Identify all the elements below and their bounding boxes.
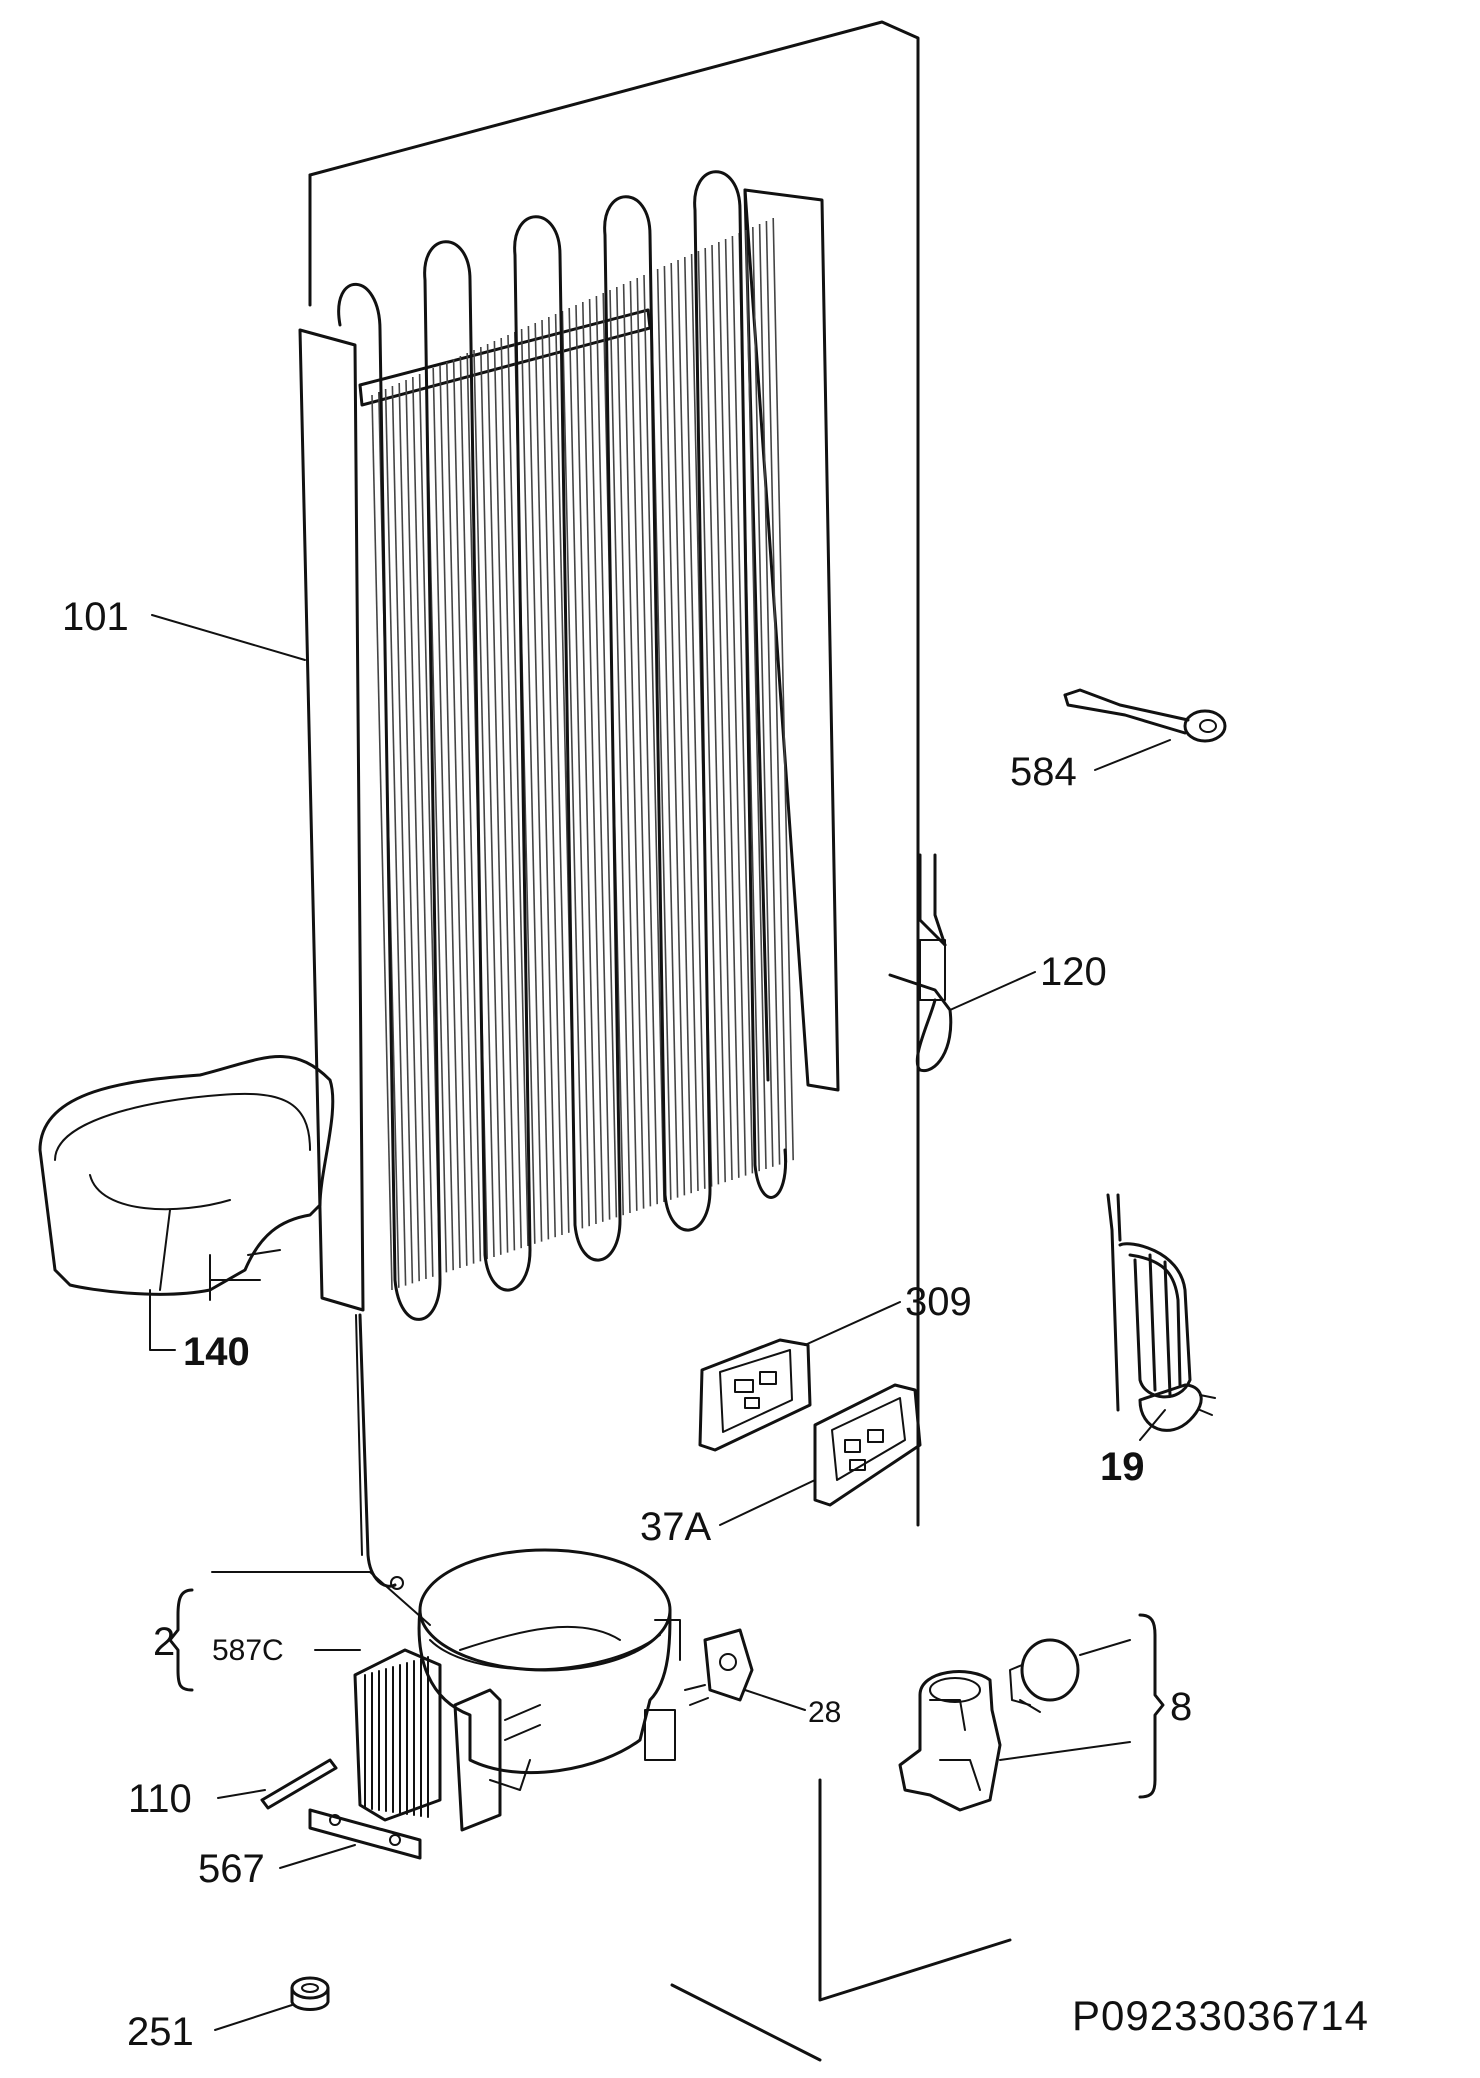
condenser-fin-line [752,226,774,1167]
callout-110: 110 [128,1777,192,1821]
callout-584: 584 [1010,750,1077,794]
grommet-callout: 251 [127,2004,293,2054]
compressor-fin-block [353,1648,541,1832]
condenser-fin-line [548,316,570,1233]
condenser-fin-line [391,385,414,1284]
callout-19: 19 [1100,1445,1145,1489]
callout-567: 567 [198,1847,265,1891]
condenser-fin-line [371,394,393,1291]
sensor-clip-callout: 120 [949,950,1107,1011]
condenser-fin-line [486,343,509,1253]
callout-251: 251 [127,2010,194,2054]
drip-tray [38,1055,335,1301]
callout-28: 28 [808,1696,841,1729]
relay-bracket [1063,688,1227,743]
compressor-callouts: 2 587C [153,1571,431,1692]
compressor [417,1548,681,1791]
condenser-fin-line [527,325,550,1240]
condenser-fin-line [711,244,733,1181]
condenser-fin-line [507,334,529,1247]
condenser-fin-line [772,217,794,1161]
starter-callouts: 8 [999,1613,1192,1799]
condenser-fin-line [595,295,618,1218]
condenser-fin-line [459,355,482,1262]
drawing-code: P09233036714 [1072,1992,1369,2039]
bracket-callout: 28 [744,1689,841,1729]
condenser-fin-line [656,268,679,1198]
condenser-fin-line [446,361,468,1266]
condenser-fin-line [684,256,706,1189]
condenser-fin-line [663,265,686,1196]
power-cord-callout: 19 [1100,1409,1166,1489]
cabinet-outline [308,20,1012,2062]
condenser-fin-line [758,223,781,1165]
pin-callout: 110 [128,1777,266,1821]
condenser-fin-line [582,301,604,1222]
callout-101: 101 [62,595,129,639]
callout-587C: 587C [212,1634,284,1667]
condenser-fin-line [575,304,597,1225]
condenser [298,170,840,1590]
condenser-fin-line [384,388,407,1286]
plate-callout: 567 [198,1844,356,1891]
starter-relay-group [898,1638,1080,1812]
condenser-fin-line [636,277,658,1205]
callout-8: 8 [1170,1685,1192,1729]
condenser-fin-line [731,235,754,1174]
condenser-fin-line [724,238,747,1176]
pin [260,1758,338,1810]
grommet [290,1976,330,2011]
condenser-fin-line [561,310,584,1229]
callout-2: 2 [153,1620,175,1664]
module-lower-callout: 37A [640,1479,816,1549]
condenser-fin-line [745,229,767,1170]
condenser-fin-line [718,241,740,1178]
control-module-lower [813,1383,922,1507]
condenser-fin-line [643,274,665,1203]
condenser-fin-line [609,289,631,1214]
condenser-fin-line [520,328,543,1242]
condenser-fin-line [704,247,726,1183]
condenser-fin-line [765,220,788,1163]
condenser-fin-line [541,319,563,1236]
condenser-fin-line [500,337,522,1249]
condenser-fin-line [412,376,434,1277]
condenser-fin-line [616,286,638,1211]
condenser-fin-line [493,340,516,1251]
relay-bracket-callout: 584 [1010,739,1171,794]
condenser-fin-line [568,307,590,1227]
mounting-bracket [684,1628,754,1706]
power-cord [1106,1193,1216,1432]
condenser-fin-line [473,349,495,1258]
condenser-fin-line [677,259,699,1192]
module-upper-callout: 309 [804,1280,972,1346]
condenser-fin-line [398,382,420,1282]
condenser-fin-line [405,379,427,1280]
condenser-fin-line [588,298,611,1220]
callout-37A: 37A [640,1505,711,1549]
condenser-fin-line [452,358,475,1264]
condenser-fin-line [697,250,720,1185]
callout-309: 309 [905,1280,972,1324]
mounting-plate [308,1808,422,1860]
callout-120: 120 [1040,950,1107,994]
condenser-fin-line [439,364,461,1269]
condenser-fin-line [670,262,692,1194]
condenser-fin-line [432,367,454,1271]
condenser-fin-line [534,322,556,1238]
callout-140: 140 [183,1330,250,1374]
sensor-clip [888,853,953,1073]
condenser-fin-line [622,283,645,1209]
condenser-callout: 101 [62,595,306,661]
condenser-fin-line [480,346,502,1255]
control-module-upper [698,1338,812,1452]
tray-callout: 140 [149,1289,250,1374]
condenser-fin-line [629,280,652,1207]
